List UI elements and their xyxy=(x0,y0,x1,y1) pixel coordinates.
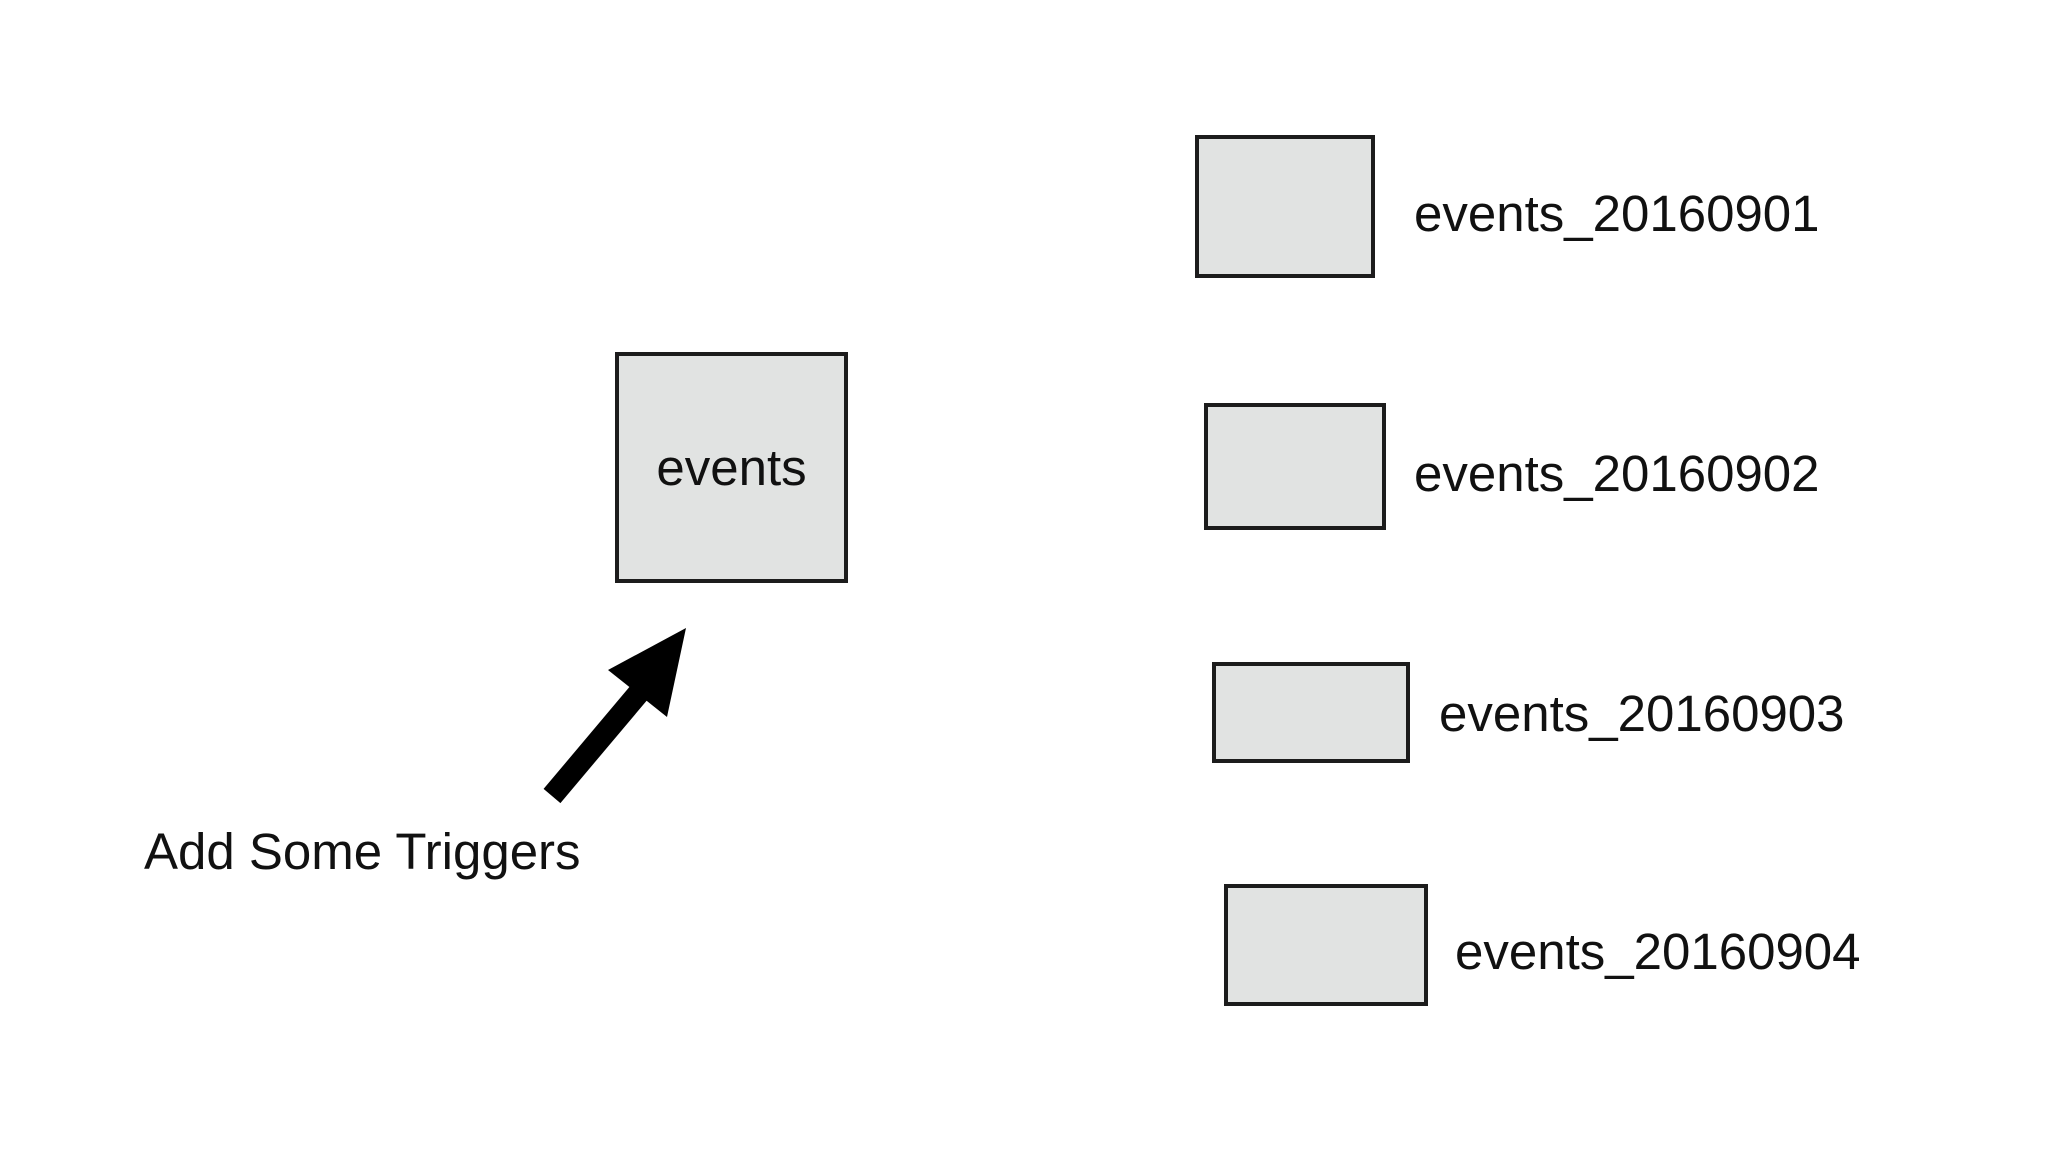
events-table-label: events xyxy=(656,439,807,496)
partition-label-3: events_20160903 xyxy=(1439,685,1845,742)
partition-label-1: events_20160901 xyxy=(1414,185,1820,242)
partition-box-4 xyxy=(1224,884,1428,1006)
events-table-box: events xyxy=(615,352,848,583)
partition-box-3 xyxy=(1212,662,1410,763)
partition-box-2 xyxy=(1204,403,1386,530)
partition-box-1 xyxy=(1195,135,1375,278)
partition-label-2: events_20160902 xyxy=(1414,445,1820,502)
partition-label-4: events_20160904 xyxy=(1455,923,1861,980)
callout-label: Add Some Triggers xyxy=(144,823,581,880)
